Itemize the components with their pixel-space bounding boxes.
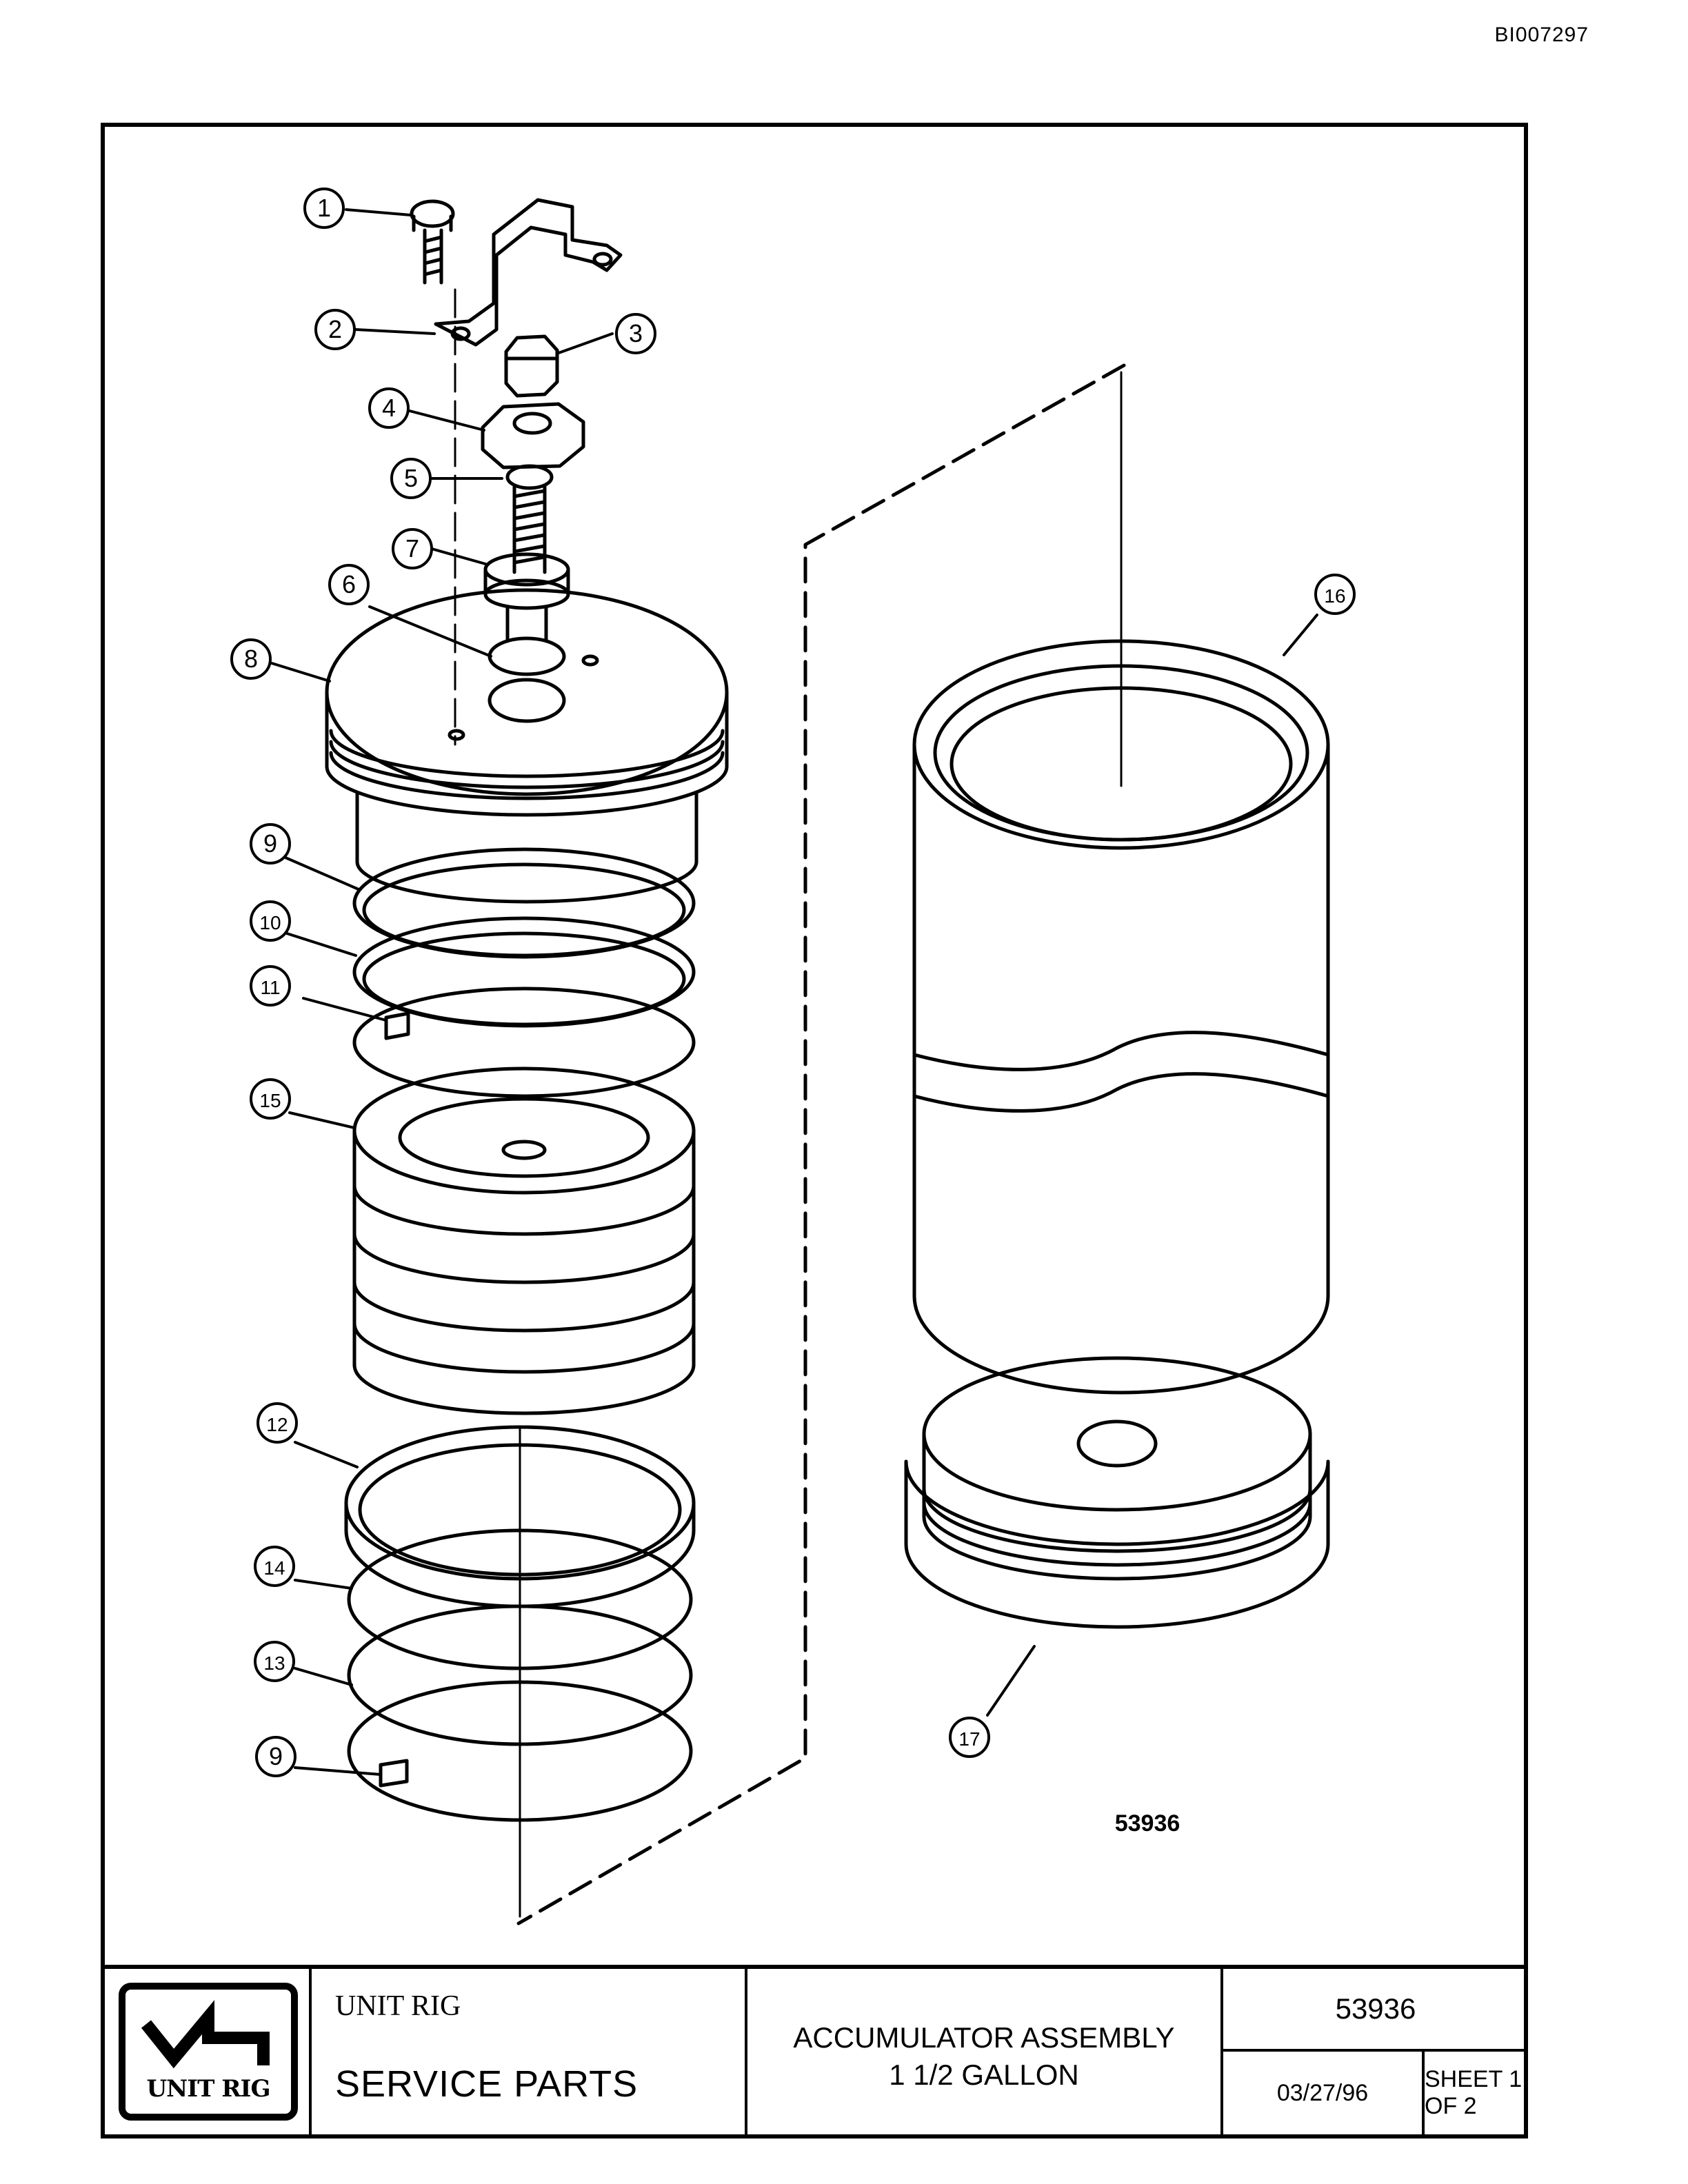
cylinder-part [912, 639, 1330, 1395]
callout-number: 11 [260, 977, 280, 998]
callout-circle [254, 1641, 295, 1682]
mounting-bracket-part [434, 198, 623, 347]
company-name: UNIT RIG [335, 1990, 461, 2022]
title-block: UNIT RIG UNIT RIG SERVICE PARTS ACCUMULA… [105, 1965, 1528, 2134]
valve-stem-part [512, 485, 547, 574]
info-cell: 53936 03/27/96 SHEET 1 OF 2 [1223, 1969, 1528, 2134]
callout-number: 7 [405, 534, 419, 563]
callout-circle [949, 1717, 990, 1758]
o-ring-part [488, 636, 566, 676]
hex-nut-part [481, 402, 585, 469]
washer-part [505, 464, 554, 490]
lower-seal-rings [344, 1425, 696, 1822]
company-cell: UNIT RIG SERVICE PARTS [312, 1969, 747, 2134]
callout-circle [254, 1546, 295, 1587]
sheet-number: SHEET 1 OF 2 [1425, 2066, 1523, 2119]
callout-circle [1314, 574, 1356, 615]
drawing-date: 03/27/96 [1223, 2052, 1425, 2134]
drawing-frame [101, 123, 1528, 2138]
callout-circle [250, 823, 291, 865]
callout-number: 8 [244, 645, 258, 673]
part-number: 53936 [1223, 1969, 1528, 2052]
logo-mark-icon [141, 2000, 270, 2069]
callout-number: 17 [958, 1728, 980, 1750]
upper-seal-rings [352, 847, 696, 1098]
drawing-subtitle: 1 1/2 GALLON [889, 2059, 1079, 2091]
callout-number: 1 [317, 194, 331, 222]
callout-number: 2 [328, 315, 342, 343]
callout-circle [314, 309, 356, 350]
callout-circle [250, 1078, 291, 1120]
callout-number: 6 [342, 570, 356, 598]
callout-circle [328, 564, 370, 605]
callout-number: 3 [629, 319, 643, 347]
callout-number: 4 [382, 394, 396, 422]
drawing-number: 53936 [1115, 1810, 1180, 1837]
callout-circle [392, 528, 433, 569]
callout-number: 14 [263, 1557, 285, 1579]
callout-number: 13 [263, 1652, 285, 1674]
callout-number: 10 [259, 912, 281, 933]
info-row: 03/27/96 SHEET 1 OF 2 [1223, 2052, 1528, 2134]
hex-plug-part [504, 334, 559, 398]
callout-markers [230, 188, 1356, 1777]
callout-circle [615, 313, 656, 354]
callout-circle [390, 458, 432, 499]
drawing-title-cell: ACCUMULATOR ASSEMBLY 1 1/2 GALLON [747, 1969, 1223, 2134]
valve-collar-part [483, 552, 570, 643]
piston-part [352, 1066, 696, 1415]
callout-circle [250, 900, 291, 942]
drawing-title: ACCUMULATOR ASSEMBLY [793, 2021, 1175, 2054]
callout-circle [255, 1736, 297, 1777]
logo-cell: UNIT RIG [105, 1969, 312, 2134]
callout-number: 5 [404, 464, 418, 492]
company-logo: UNIT RIG [119, 1983, 298, 2121]
callout-circle [250, 965, 291, 1007]
callout-circle [230, 638, 272, 680]
callout-number: 16 [1324, 585, 1345, 607]
logo-text: UNIT RIG [146, 2075, 271, 2103]
callout-circle [368, 387, 410, 429]
callout-number: 9 [263, 829, 277, 858]
bolt-part [410, 199, 455, 285]
callout-number: 15 [259, 1090, 281, 1111]
document-id: BI007297 [1494, 23, 1589, 46]
callout-circle [303, 188, 345, 229]
callout-number: 12 [266, 1414, 288, 1435]
callout-labels: 1 2 3 4 5 7 6 8 9 10 11 15 12 14 13 9 16… [244, 194, 1346, 1770]
department-name: SERVICE PARTS [335, 2063, 639, 2105]
leader-lines [270, 208, 1318, 1776]
lower-end-cap-part [904, 1356, 1330, 1629]
end-cap-part [325, 588, 729, 904]
callout-number: 9 [269, 1742, 283, 1770]
assembly-dash-line [516, 363, 1126, 1925]
callout-circle [257, 1402, 298, 1444]
